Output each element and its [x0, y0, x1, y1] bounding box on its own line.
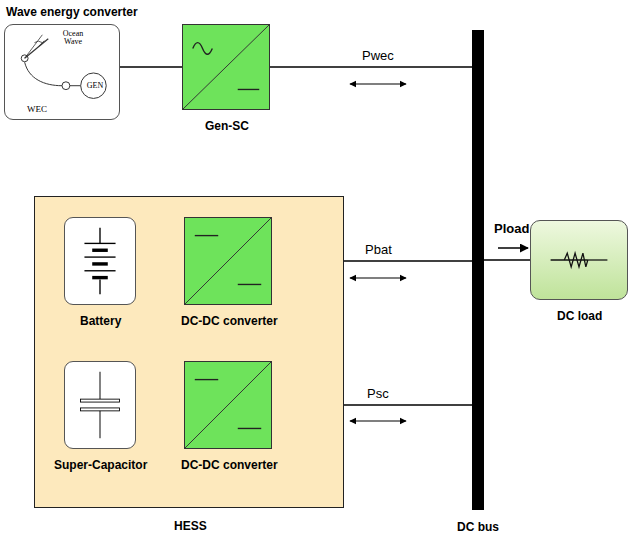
load-box: DC load [530, 220, 628, 300]
battery-symbol [65, 218, 135, 304]
illustration-label: Ocean Wave [55, 30, 91, 47]
converter-box: DC-DC converter [184, 361, 272, 449]
capacitor-symbol [65, 362, 135, 448]
component-label: DC load [557, 309, 602, 323]
bidirectional-arrow [350, 83, 406, 84]
power-label: Psc [366, 386, 390, 401]
component-label: DC-DC converter [181, 458, 278, 472]
component-label: DC-DC converter [181, 314, 278, 328]
wec-box: Wave energy converterOcean WaveWECGEN [4, 24, 120, 120]
bidirectional-arrow [350, 420, 406, 421]
supercapacitor-box: Super-Capacitor [64, 361, 136, 449]
converter-box: DC-DC converter [184, 217, 272, 305]
generator-label: GEN [82, 82, 108, 90]
dc-dc-symbol [185, 218, 271, 304]
connector-line [484, 259, 530, 260]
component-label: Battery [80, 314, 121, 328]
illustration-label: WEC [27, 105, 47, 114]
component-title: Wave energy converter [6, 5, 138, 19]
bus-label: DC bus [457, 520, 499, 534]
wec-illustration [5, 25, 119, 119]
battery-box: Battery [64, 217, 136, 305]
dc-bus-bar: DC bus [472, 30, 484, 510]
group-label: HESS [174, 519, 207, 533]
load-flow-arrow [498, 247, 528, 249]
component-label: Super-Capacitor [54, 458, 147, 472]
power-label: Pbat [364, 242, 393, 257]
connector-line [120, 66, 182, 67]
power-label: Pwec [361, 48, 395, 63]
connector-line [270, 66, 472, 67]
converter-box: Gen-SC [182, 24, 270, 110]
dc-dc-symbol [185, 362, 271, 448]
ac-dc-symbol [183, 25, 269, 109]
power-label: Pload [493, 221, 530, 236]
bidirectional-arrow [350, 277, 406, 278]
component-label: Gen-SC [205, 119, 249, 133]
hess-region: HESS Battery DC-DC converter Super-Capac… [34, 196, 344, 508]
resistor-symbol [531, 221, 627, 299]
